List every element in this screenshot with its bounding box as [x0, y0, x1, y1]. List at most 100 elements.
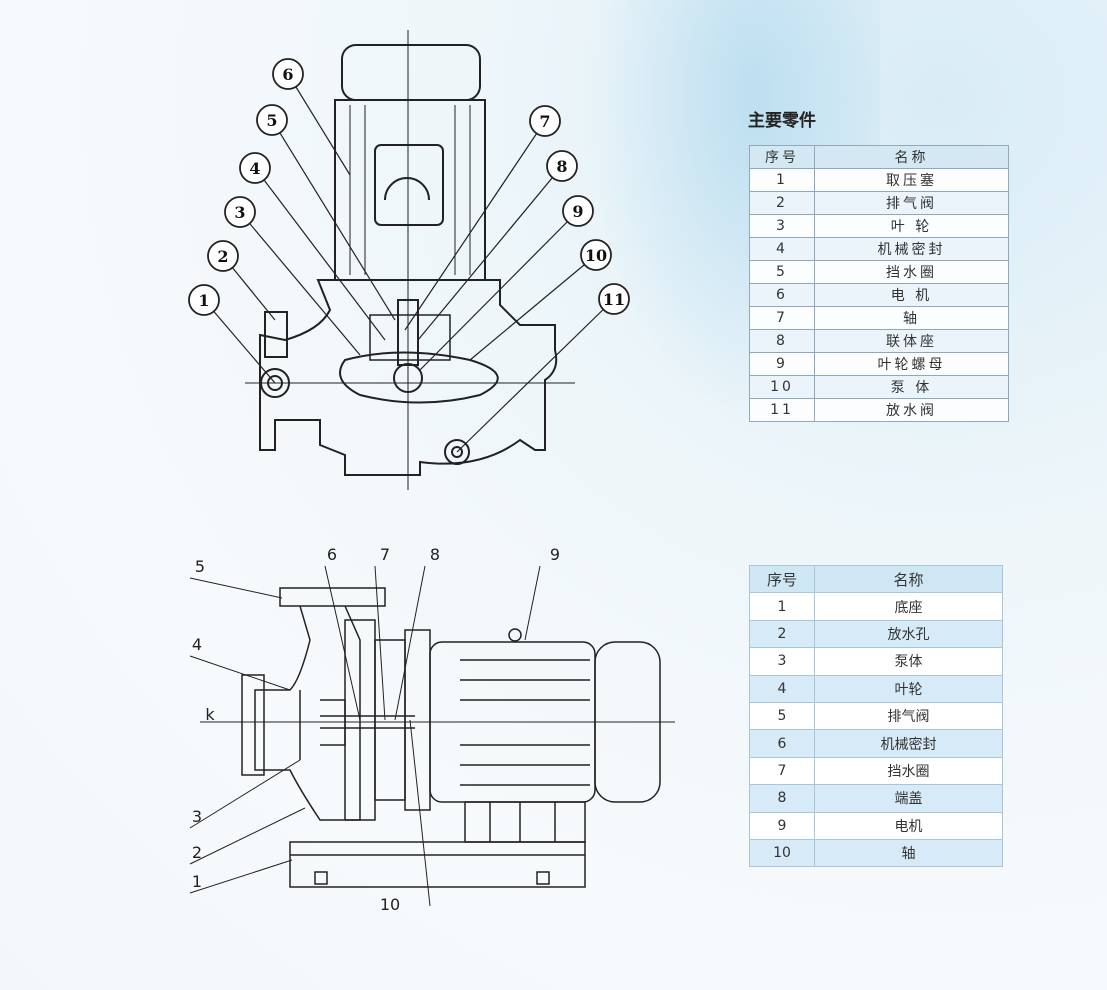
part-index: 11: [749, 398, 815, 422]
callout-number: 10: [585, 246, 607, 265]
part-name: 排气阀: [814, 701, 1003, 731]
part-index: 3: [749, 214, 815, 238]
callout-leader: [239, 211, 361, 356]
part-index: 2: [749, 619, 815, 649]
part-name: 叶 轮: [814, 214, 1009, 238]
callout-label: 2: [192, 843, 202, 862]
callout-number: 8: [556, 157, 567, 176]
part-index: 6: [749, 729, 815, 758]
callout-circle: [224, 196, 256, 228]
callout-circle: [598, 283, 630, 315]
part-name: 排气阀: [814, 191, 1009, 215]
callout-number: 5: [266, 111, 277, 130]
part-name: 放水孔: [814, 619, 1003, 649]
callout-leader: [189, 807, 306, 865]
callout-leader: [189, 577, 283, 599]
callout-circle: [529, 105, 561, 137]
callout-number: 2: [217, 247, 228, 266]
part-index: 1: [749, 592, 815, 621]
part-index: 7: [749, 756, 815, 786]
part-index: 10: [749, 375, 815, 399]
header-index: 序号: [749, 145, 815, 169]
callout-label: 1: [192, 872, 202, 891]
callout-leader: [456, 298, 615, 453]
callout-leader: [409, 719, 431, 907]
part-name: 端盖: [814, 784, 1003, 813]
callout-circle: [562, 195, 594, 227]
callout-leader: [404, 120, 546, 331]
part-name: 挡水圈: [814, 260, 1009, 284]
callout-number: 11: [603, 290, 625, 309]
vertical-pump-drawing: [245, 30, 575, 490]
part-name: 取压塞: [814, 168, 1009, 192]
callout-number: 3: [234, 203, 245, 222]
part-index: 4: [749, 237, 815, 261]
header-name: 名称: [814, 145, 1009, 169]
part-name: 底座: [814, 592, 1003, 621]
callout-label: 7: [380, 545, 390, 564]
part-name: 机械密封: [814, 237, 1009, 261]
part-name: 叶轮: [814, 674, 1003, 703]
callout-circle: [207, 240, 239, 272]
part-index: 10: [749, 838, 815, 868]
callout-leader: [203, 299, 276, 384]
part-name: 轴: [814, 838, 1003, 868]
part-name: 电机: [814, 811, 1003, 840]
callout-circle: [239, 152, 271, 184]
part-index: 9: [749, 811, 815, 840]
callout-leader: [324, 565, 361, 721]
part-name: 泵体: [814, 647, 1003, 676]
part-index: 8: [749, 784, 815, 813]
part-name: 机械密封: [814, 729, 1003, 758]
horizontal-pump-drawing: [200, 587, 675, 888]
callout-leader: [417, 165, 563, 341]
part-index: 6: [749, 283, 815, 307]
callout-circle: [188, 284, 220, 316]
callout-leader: [254, 167, 386, 341]
callout-label: 8: [430, 545, 440, 564]
callout-circle: [256, 104, 288, 136]
callout-circle: [546, 150, 578, 182]
callout-leader: [287, 73, 351, 176]
callout-circle: [580, 239, 612, 271]
part-name: 联体座: [814, 329, 1009, 353]
part-name: 泵 体: [814, 375, 1009, 399]
callout-leader: [189, 759, 301, 829]
part-name: 轴: [814, 306, 1009, 330]
callout-number: 4: [249, 159, 260, 178]
part-name: 电 机: [814, 283, 1009, 307]
part-index: 4: [749, 674, 815, 703]
part-index: 5: [749, 260, 815, 284]
callout-number: 7: [539, 112, 550, 131]
part-index: 2: [749, 191, 815, 215]
callout-leader: [524, 565, 541, 641]
callout-leader: [374, 565, 386, 721]
callout-leader: [189, 859, 293, 894]
callout-label: 5: [195, 557, 205, 576]
callout-label: 9: [550, 545, 560, 564]
callout-label: 3: [192, 807, 202, 826]
callout-leader: [271, 119, 396, 321]
part-index: 9: [749, 352, 815, 376]
part-index: 8: [749, 329, 815, 353]
callout-label: 6: [327, 545, 337, 564]
